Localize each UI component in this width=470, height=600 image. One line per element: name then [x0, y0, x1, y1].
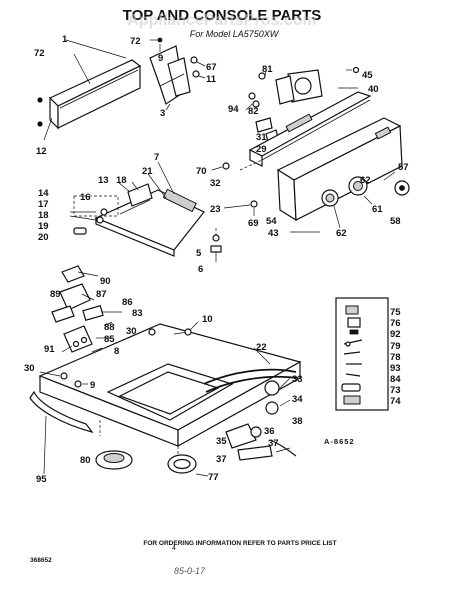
- callout-43: 43: [268, 228, 279, 239]
- callout-9: 9: [158, 53, 163, 64]
- callout-23: 23: [210, 204, 221, 215]
- control-knob-mid: [348, 176, 368, 196]
- callout-5: 5: [196, 248, 202, 259]
- callout-6: 6: [198, 264, 203, 275]
- callout-78: 78: [390, 352, 401, 363]
- console-end-cap: [48, 59, 142, 130]
- callout-35: 35: [216, 436, 227, 447]
- control-knob-left: [321, 189, 339, 207]
- callout-93: 93: [390, 363, 401, 374]
- callout-32: 32: [210, 178, 221, 189]
- callout-38: 38: [292, 416, 303, 427]
- callout-72: 72: [34, 48, 45, 59]
- handwritten-date: 85-0-17: [174, 566, 206, 576]
- callout-13: 13: [98, 175, 109, 186]
- callout-69: 69: [248, 218, 259, 229]
- callout-83: 83: [132, 308, 143, 319]
- front-trim: [29, 390, 94, 434]
- callout-81: 81: [262, 64, 273, 75]
- callout-67: 67: [206, 62, 217, 73]
- callout-10: 10: [202, 314, 213, 325]
- callout-37: 37: [216, 454, 227, 465]
- callout-86: 86: [122, 297, 133, 308]
- callout-37: 37: [268, 438, 279, 449]
- callout-45: 45: [362, 70, 373, 81]
- agitator-cap: [95, 450, 133, 470]
- console-bracket: [149, 45, 191, 105]
- callout-33: 33: [292, 374, 303, 385]
- callout-11: 11: [206, 74, 217, 85]
- diagram-title: TOP AND CONSOLE PARTS: [123, 7, 322, 24]
- callout-9: 9: [90, 380, 95, 391]
- washer-lid: [94, 188, 205, 257]
- callout-18: 18: [38, 210, 49, 221]
- callout-18: 18: [116, 175, 127, 186]
- callout-72: 72: [130, 36, 141, 47]
- callout-54: 54: [266, 216, 277, 227]
- callout-62: 62: [336, 228, 347, 239]
- control-knob-right: [394, 180, 410, 196]
- footer-note: FOR ORDERING INFORMATION REFER TO PARTS …: [143, 540, 336, 547]
- callout-21: 21: [142, 166, 153, 177]
- callout-85: 85: [104, 334, 115, 345]
- callout-31: 31: [256, 132, 267, 143]
- callout-77: 77: [208, 472, 219, 483]
- callout-1: 1: [62, 34, 68, 45]
- callout-82: 82: [248, 106, 259, 117]
- callout-58: 58: [390, 216, 401, 227]
- lid-hinge: [69, 183, 153, 235]
- ref-code: A-8652: [324, 437, 355, 446]
- callout-91: 91: [44, 344, 55, 355]
- callout-30: 30: [24, 363, 35, 374]
- callout-29: 29: [256, 144, 267, 155]
- callout-61: 61: [372, 204, 383, 215]
- fill-hose-parts: [225, 380, 297, 461]
- grommet-ring: [167, 454, 197, 474]
- callout-22: 22: [256, 342, 267, 353]
- console-panel-upper: [248, 91, 372, 167]
- callout-73: 73: [390, 385, 401, 396]
- callout-12: 12: [36, 146, 47, 157]
- callout-88: 88: [104, 322, 115, 333]
- doc-number: 368652: [30, 557, 52, 564]
- callout-14: 14: [38, 188, 49, 199]
- callout-79: 79: [390, 341, 401, 352]
- lid-switch-assembly: [51, 265, 104, 353]
- small-parts-group: [335, 297, 389, 411]
- callout-75: 75: [390, 307, 401, 318]
- callout-80: 80: [80, 455, 91, 466]
- callout-57: 57: [398, 162, 409, 173]
- small-parts-icons: [341, 305, 363, 405]
- callout-40: 40: [368, 84, 379, 95]
- callout-62: 62: [360, 175, 371, 186]
- callout-19: 19: [38, 221, 49, 232]
- page-number: 4: [172, 545, 176, 552]
- callout-90: 90: [100, 276, 111, 287]
- callout-95: 95: [36, 474, 47, 485]
- callout-89: 89: [50, 289, 61, 300]
- callout-84: 84: [390, 374, 401, 385]
- callout-16: 16: [80, 192, 91, 203]
- model-line: For Model LA5750XW: [190, 29, 280, 39]
- console-panel-lower: [276, 117, 403, 222]
- callout-30: 30: [126, 326, 137, 337]
- callout-3: 3: [160, 108, 165, 119]
- callout-92: 92: [390, 329, 401, 340]
- callout-17: 17: [38, 199, 49, 210]
- callout-70: 70: [196, 166, 207, 177]
- switch-clip: [255, 117, 279, 143]
- watermark: AppliancePartsPros.com: [127, 12, 316, 29]
- callout-74: 74: [390, 396, 401, 407]
- callout-8: 8: [114, 346, 119, 357]
- timer-motor: [275, 69, 323, 105]
- callout-labels: 1 72 12 72 9 67 11 3 81 45 40 94 82 31 2…: [24, 34, 409, 485]
- callout-34: 34: [292, 394, 303, 405]
- callout-20: 20: [38, 232, 49, 243]
- callout-87: 87: [96, 289, 107, 300]
- callout-94: 94: [228, 104, 239, 115]
- callout-7: 7: [154, 152, 159, 163]
- callout-76: 76: [390, 318, 401, 329]
- callout-36: 36: [264, 426, 275, 437]
